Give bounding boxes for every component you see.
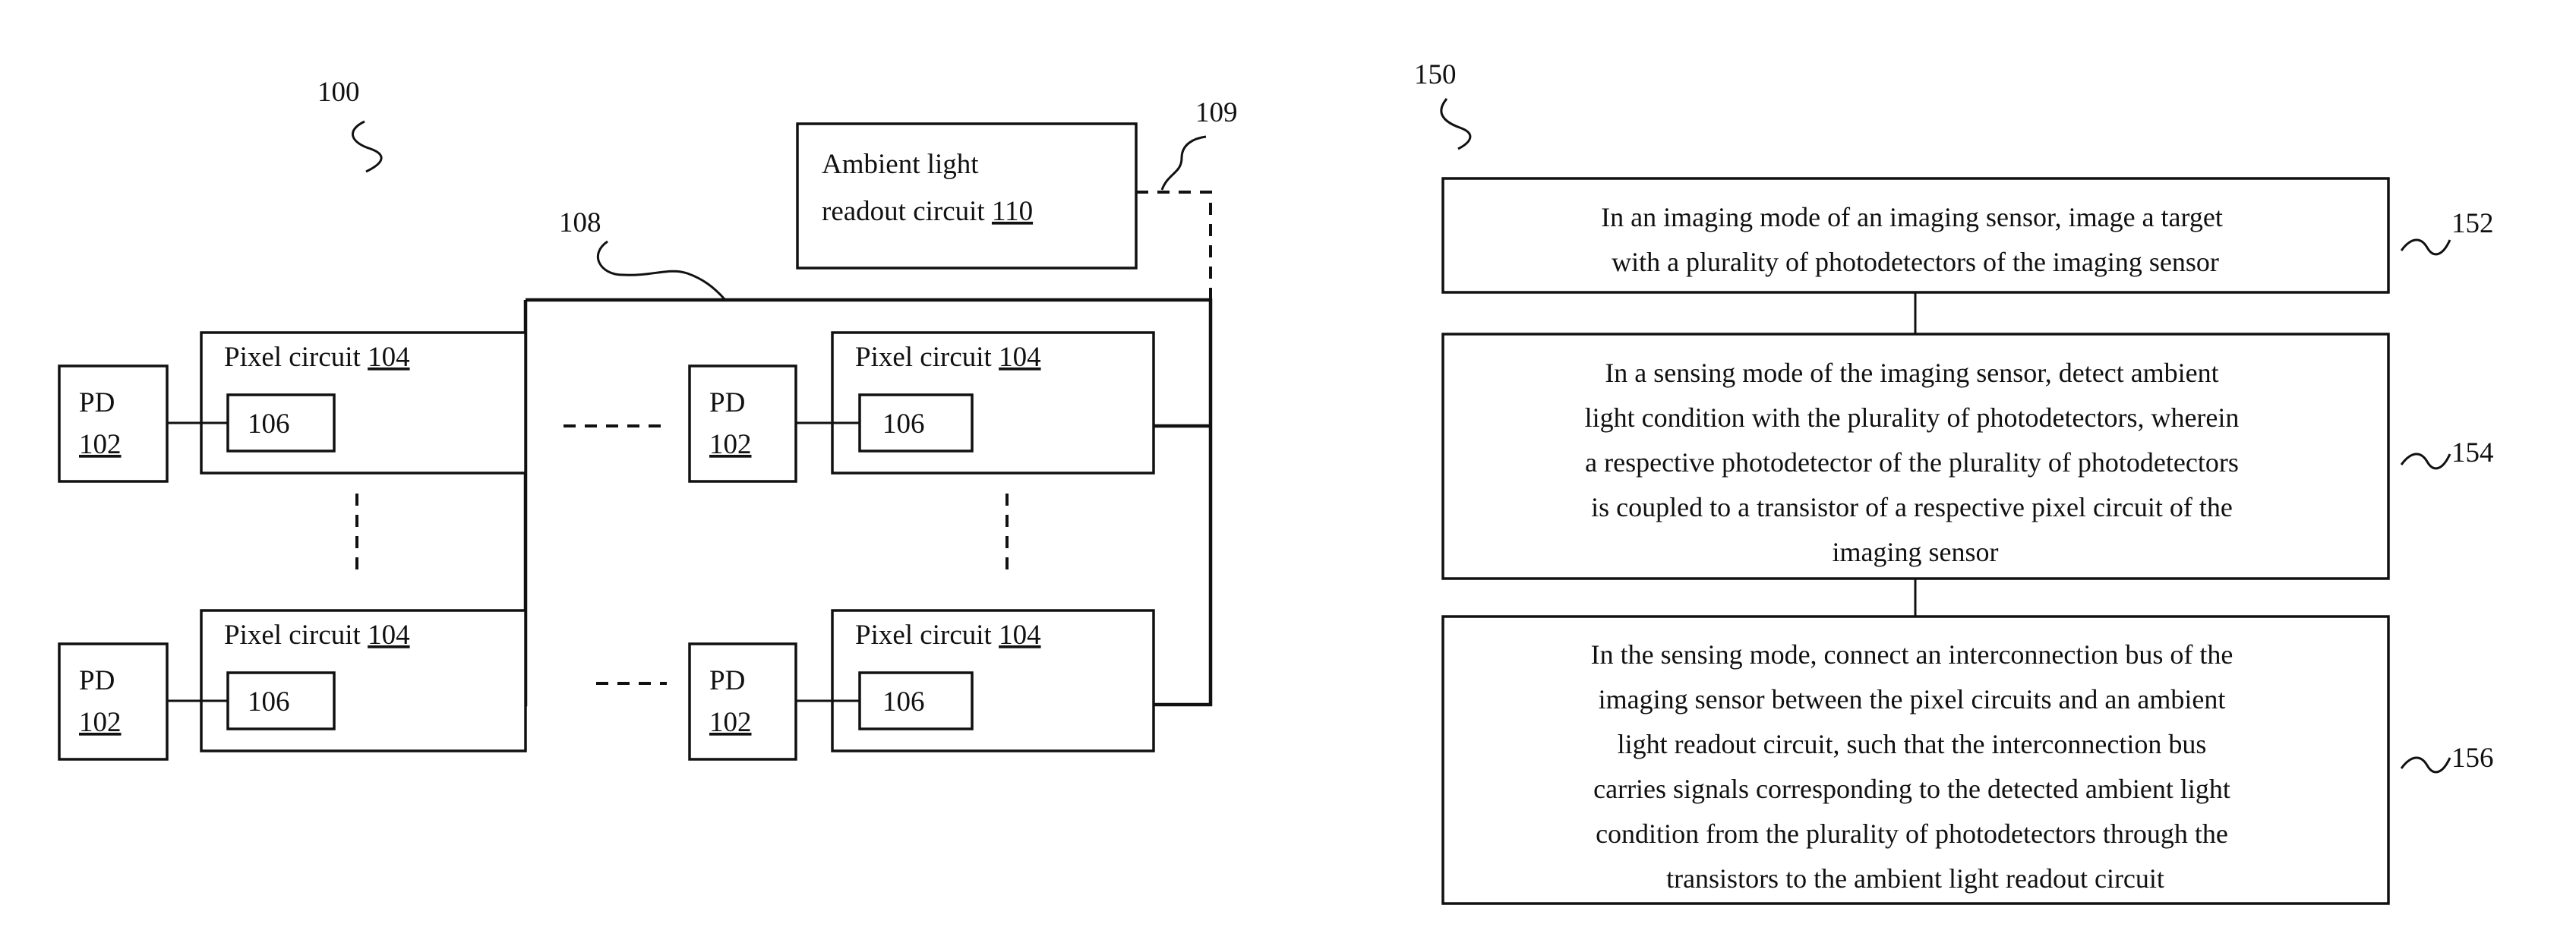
- pd-ref: 102: [79, 429, 122, 460]
- photodetector-box: [59, 366, 167, 481]
- figure-ref-150: 150: [1414, 59, 1457, 90]
- step-ref: 152: [2451, 208, 2494, 239]
- figure-ref-100: 100: [317, 77, 360, 108]
- pd-label: PD: [79, 387, 115, 418]
- transistor-ref: 106: [882, 686, 925, 718]
- figure-ref-100-leader: [352, 121, 381, 172]
- figure-100: 100 Ambient light readout circuit 110 10…: [59, 77, 1238, 759]
- step-ref: 156: [2451, 743, 2494, 774]
- pixel-circuit-label: Pixel circuit 104: [855, 342, 1041, 373]
- ambient-circuit-label-line1: Ambient light: [822, 149, 979, 180]
- pd-ref: 102: [709, 707, 752, 738]
- pixel-unit-bottom-right: PD 102 Pixel circuit 104 106: [690, 610, 1154, 759]
- transistor-ref: 106: [882, 408, 925, 440]
- transistor-ref: 106: [248, 408, 290, 440]
- dashed-link-ref-109: 109: [1195, 97, 1238, 128]
- step-text-line: with a plurality of photodetectors of th…: [1612, 247, 2219, 277]
- step-text-line: is coupled to a transistor of a respecti…: [1591, 492, 2233, 522]
- ambient-circuit-ref-110: 110: [992, 196, 1033, 227]
- step-text-line: In a sensing mode of the imaging sensor,…: [1605, 358, 2218, 388]
- step-text-line: condition from the plurality of photodet…: [1596, 819, 2228, 849]
- photodetector-box: [690, 644, 796, 759]
- pixel-circuit-label: Pixel circuit 104: [855, 620, 1041, 651]
- pixel-circuit-ref: 104: [999, 620, 1041, 651]
- dashed-link-ref-109-leader: [1162, 137, 1206, 190]
- pd-label: PD: [709, 665, 745, 696]
- pixel-unit-top-right: PD 102 Pixel circuit 104 106: [690, 333, 1154, 481]
- step-ref: 154: [2451, 437, 2494, 468]
- dashed-link-109: [1136, 192, 1211, 300]
- pixel-circuit-label: Pixel circuit 104: [224, 620, 410, 651]
- step-text-line: In the sensing mode, connect an intercon…: [1591, 639, 2233, 670]
- step-text-line: imaging sensor between the pixel circuit…: [1599, 684, 2226, 714]
- pixel-circuit-ref: 104: [368, 342, 410, 373]
- pixel-circuit-ref: 104: [999, 342, 1041, 373]
- step-ref-leader: [2401, 454, 2450, 468]
- step-ref-leader: [2401, 240, 2450, 254]
- photodetector-box: [690, 366, 796, 481]
- step-text-line: imaging sensor: [1833, 537, 1999, 567]
- pixel-unit-bottom-left: PD 102 Pixel circuit 104 106: [59, 610, 526, 759]
- step-text-line: transistors to the ambient light readout…: [1666, 863, 2164, 894]
- flow-step-154: In a sensing mode of the imaging sensor,…: [1443, 334, 2494, 579]
- pd-ref: 102: [709, 429, 752, 460]
- bus-ref-108: 108: [559, 207, 601, 238]
- photodetector-box: [59, 644, 167, 759]
- pd-label: PD: [79, 665, 115, 696]
- flow-step-156: In the sensing mode, connect an intercon…: [1443, 617, 2494, 904]
- pixel-circuit-label: Pixel circuit 104: [224, 342, 410, 373]
- bus-ref-108-leader: [598, 241, 725, 300]
- step-text-line: light readout circuit, such that the int…: [1618, 729, 2207, 759]
- pixel-unit-top-left: PD 102 Pixel circuit 104 106: [59, 333, 526, 481]
- figure-ref-150-leader: [1441, 99, 1470, 149]
- step-text-line: carries signals corresponding to the det…: [1593, 774, 2230, 804]
- step-text-line: a respective photodetector of the plural…: [1585, 447, 2239, 478]
- step-text-line: In an imaging mode of an imaging sensor,…: [1601, 202, 2223, 232]
- pixel-circuit-ref: 104: [368, 620, 410, 651]
- pd-ref: 102: [79, 707, 122, 738]
- ambient-light-readout-circuit: Ambient light readout circuit 110: [797, 124, 1136, 268]
- ambient-circuit-label-line2: readout circuit 110: [822, 196, 1033, 227]
- transistor-ref: 106: [248, 686, 290, 718]
- step-ref-leader: [2401, 758, 2450, 772]
- pd-label: PD: [709, 387, 745, 418]
- figure-150: 150 In an imaging mode of an imaging sen…: [1414, 59, 2494, 904]
- step-text-line: light condition with the plurality of ph…: [1585, 402, 2240, 433]
- flow-step-152: In an imaging mode of an imaging sensor,…: [1443, 178, 2494, 292]
